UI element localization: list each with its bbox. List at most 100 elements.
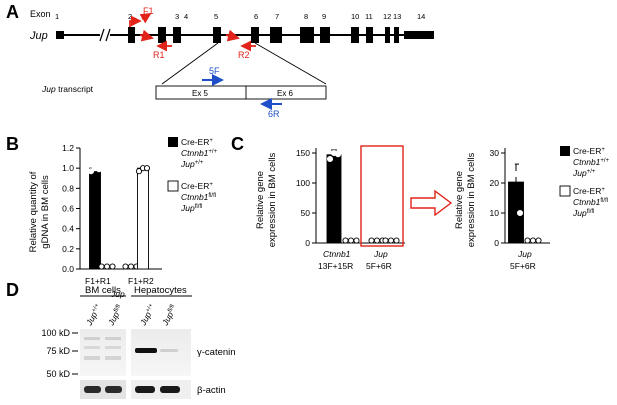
c2-xlabel-jup: Jup (517, 249, 532, 259)
c1-point (347, 237, 355, 244)
b-y-tick-label: 0.4 (62, 224, 74, 234)
legend-ko-swatch (167, 180, 179, 192)
c2-point (512, 170, 520, 178)
b-bar (137, 167, 149, 270)
c-ylabel2-2: expression in BM cells (466, 152, 477, 247)
c1-bar (326, 154, 342, 244)
c2-bars (508, 161, 542, 244)
c-ylabel1-2: expression in BM cells (267, 152, 278, 247)
d-lane-1: Jup+/+ (83, 302, 103, 328)
exon-8 (300, 27, 314, 43)
legend-c-ko-l1: Cre-ER+ (573, 186, 605, 196)
primer-f1-label: F1 (143, 6, 154, 16)
c2-y-tick-label: 0 (494, 238, 499, 248)
c2-point (524, 237, 531, 244)
zoom-line-left (161, 42, 219, 85)
c1-point (353, 237, 360, 244)
c2-point (529, 237, 537, 244)
exon-number: 1 (55, 12, 59, 21)
b-y-ticks: 0.00.20.40.60.81.01.2 (62, 143, 80, 274)
legend-c-control-swatch (560, 146, 570, 156)
exon-10 (351, 27, 359, 43)
c2-xlabel-jup-primers: 5F+6R (510, 261, 536, 271)
blot-smear (84, 346, 100, 349)
c1-point (326, 155, 334, 163)
d-band-beta-label: β-actin (197, 385, 226, 396)
exon-number: 12 (383, 12, 391, 21)
b-bar (89, 167, 101, 270)
exon-number: 3 (175, 12, 179, 21)
exon-7 (270, 27, 282, 43)
c1-point (382, 237, 389, 244)
legend-control-swatch (168, 137, 178, 147)
panel-label-b: B (6, 134, 19, 154)
b-ylabel-1: Relative quantity of (28, 171, 39, 252)
legend-ko-l1: Cre-ER+ (181, 181, 213, 191)
b-point (135, 168, 143, 175)
ex6-label: Ex 6 (277, 89, 294, 98)
panel-d: D BM cells Hepatocytes Jup+/+ Jupfl/fl J… (6, 280, 236, 399)
c1-xlabel-jup-primers: 5F+6R (366, 261, 392, 271)
c1-point (368, 237, 375, 244)
primer-f1-arrow (139, 13, 152, 24)
blot-bm-beta (80, 380, 126, 399)
exon-number: 14 (417, 12, 425, 21)
b-point (143, 165, 151, 172)
axis-break-1 (99, 28, 105, 42)
exon-11 (366, 27, 373, 43)
d-lane-4: Jupfl/fl (159, 303, 178, 327)
loxp-arrow-3 (225, 29, 240, 42)
ex5-label: Ex 5 (192, 89, 209, 98)
b-y-tick-label: 1.2 (62, 143, 74, 153)
c1-xlabel-jup: Jup (373, 249, 388, 259)
c2-y-tick-label: 30 (490, 148, 500, 158)
c1-bars (326, 149, 400, 244)
exon-13 (394, 27, 399, 43)
exon-14 (404, 31, 434, 39)
d-lane-3: Jup+/+ (137, 302, 157, 328)
b-y-tick-label: 1.0 (62, 163, 74, 173)
panel-c: C Relative gene expression in BM cells 0… (231, 134, 550, 271)
d-mw-50: 50 kD (46, 369, 70, 379)
primer-5f-label: 5F (209, 66, 220, 76)
legend-control-l2: Ctnnb1+/+ (181, 148, 218, 158)
band-bm-fl-beta (105, 386, 122, 393)
b-xgene: Jup (110, 289, 125, 299)
blot-bm-gamma (80, 329, 126, 376)
primer-6r-label: 6R (268, 109, 280, 119)
c2-y-tick-label: 20 (490, 178, 500, 188)
legend-c-ko-swatch (559, 185, 571, 197)
panel-label-c: C (231, 134, 244, 154)
legend-c-control-l1: Cre-ER+ (573, 146, 605, 156)
c1-xlabel-ctnnb1-primers: 13F+15R (318, 261, 353, 271)
b-point (122, 263, 129, 270)
d-bm-header: BM cells (85, 285, 121, 296)
c1-y-tick-label: 50 (301, 208, 311, 218)
b-y-tick-label: 0.8 (62, 183, 74, 193)
loxp-arrow-2 (139, 29, 154, 42)
legend-c-control-l2: Ctnnb1+/+ (573, 157, 610, 167)
c-highlight-box (360, 145, 404, 247)
c-ylabel2-1: Relative gene (454, 171, 465, 229)
exon-number: 13 (393, 12, 401, 21)
c1-xlabel-ctnnb1: Ctnnb1 (323, 249, 351, 259)
b-ylabel-2: gDNA in BM cells (40, 175, 51, 249)
b-point (95, 166, 103, 173)
blot-smear (105, 337, 121, 340)
exon-number: 2 (128, 12, 132, 21)
exon-number: 4 (184, 12, 188, 21)
legend-c-control-l3: Jup+/+ (572, 168, 596, 178)
panel-a: A Exon Jup 1 2 3 4 5 6 7 8 9 10 11 1 (6, 2, 434, 119)
zoom-line-right (254, 42, 327, 85)
exon-number: 6 (254, 12, 258, 21)
d-mw-100: 100 kD (41, 328, 70, 338)
exon-6 (251, 27, 259, 43)
legend-ko-l3: Jupfl/fl (180, 203, 202, 213)
blot-smear (105, 356, 121, 360)
panel-label-a: A (6, 2, 19, 22)
exon-1 (56, 31, 64, 39)
band-bm-wt-beta (84, 386, 101, 393)
